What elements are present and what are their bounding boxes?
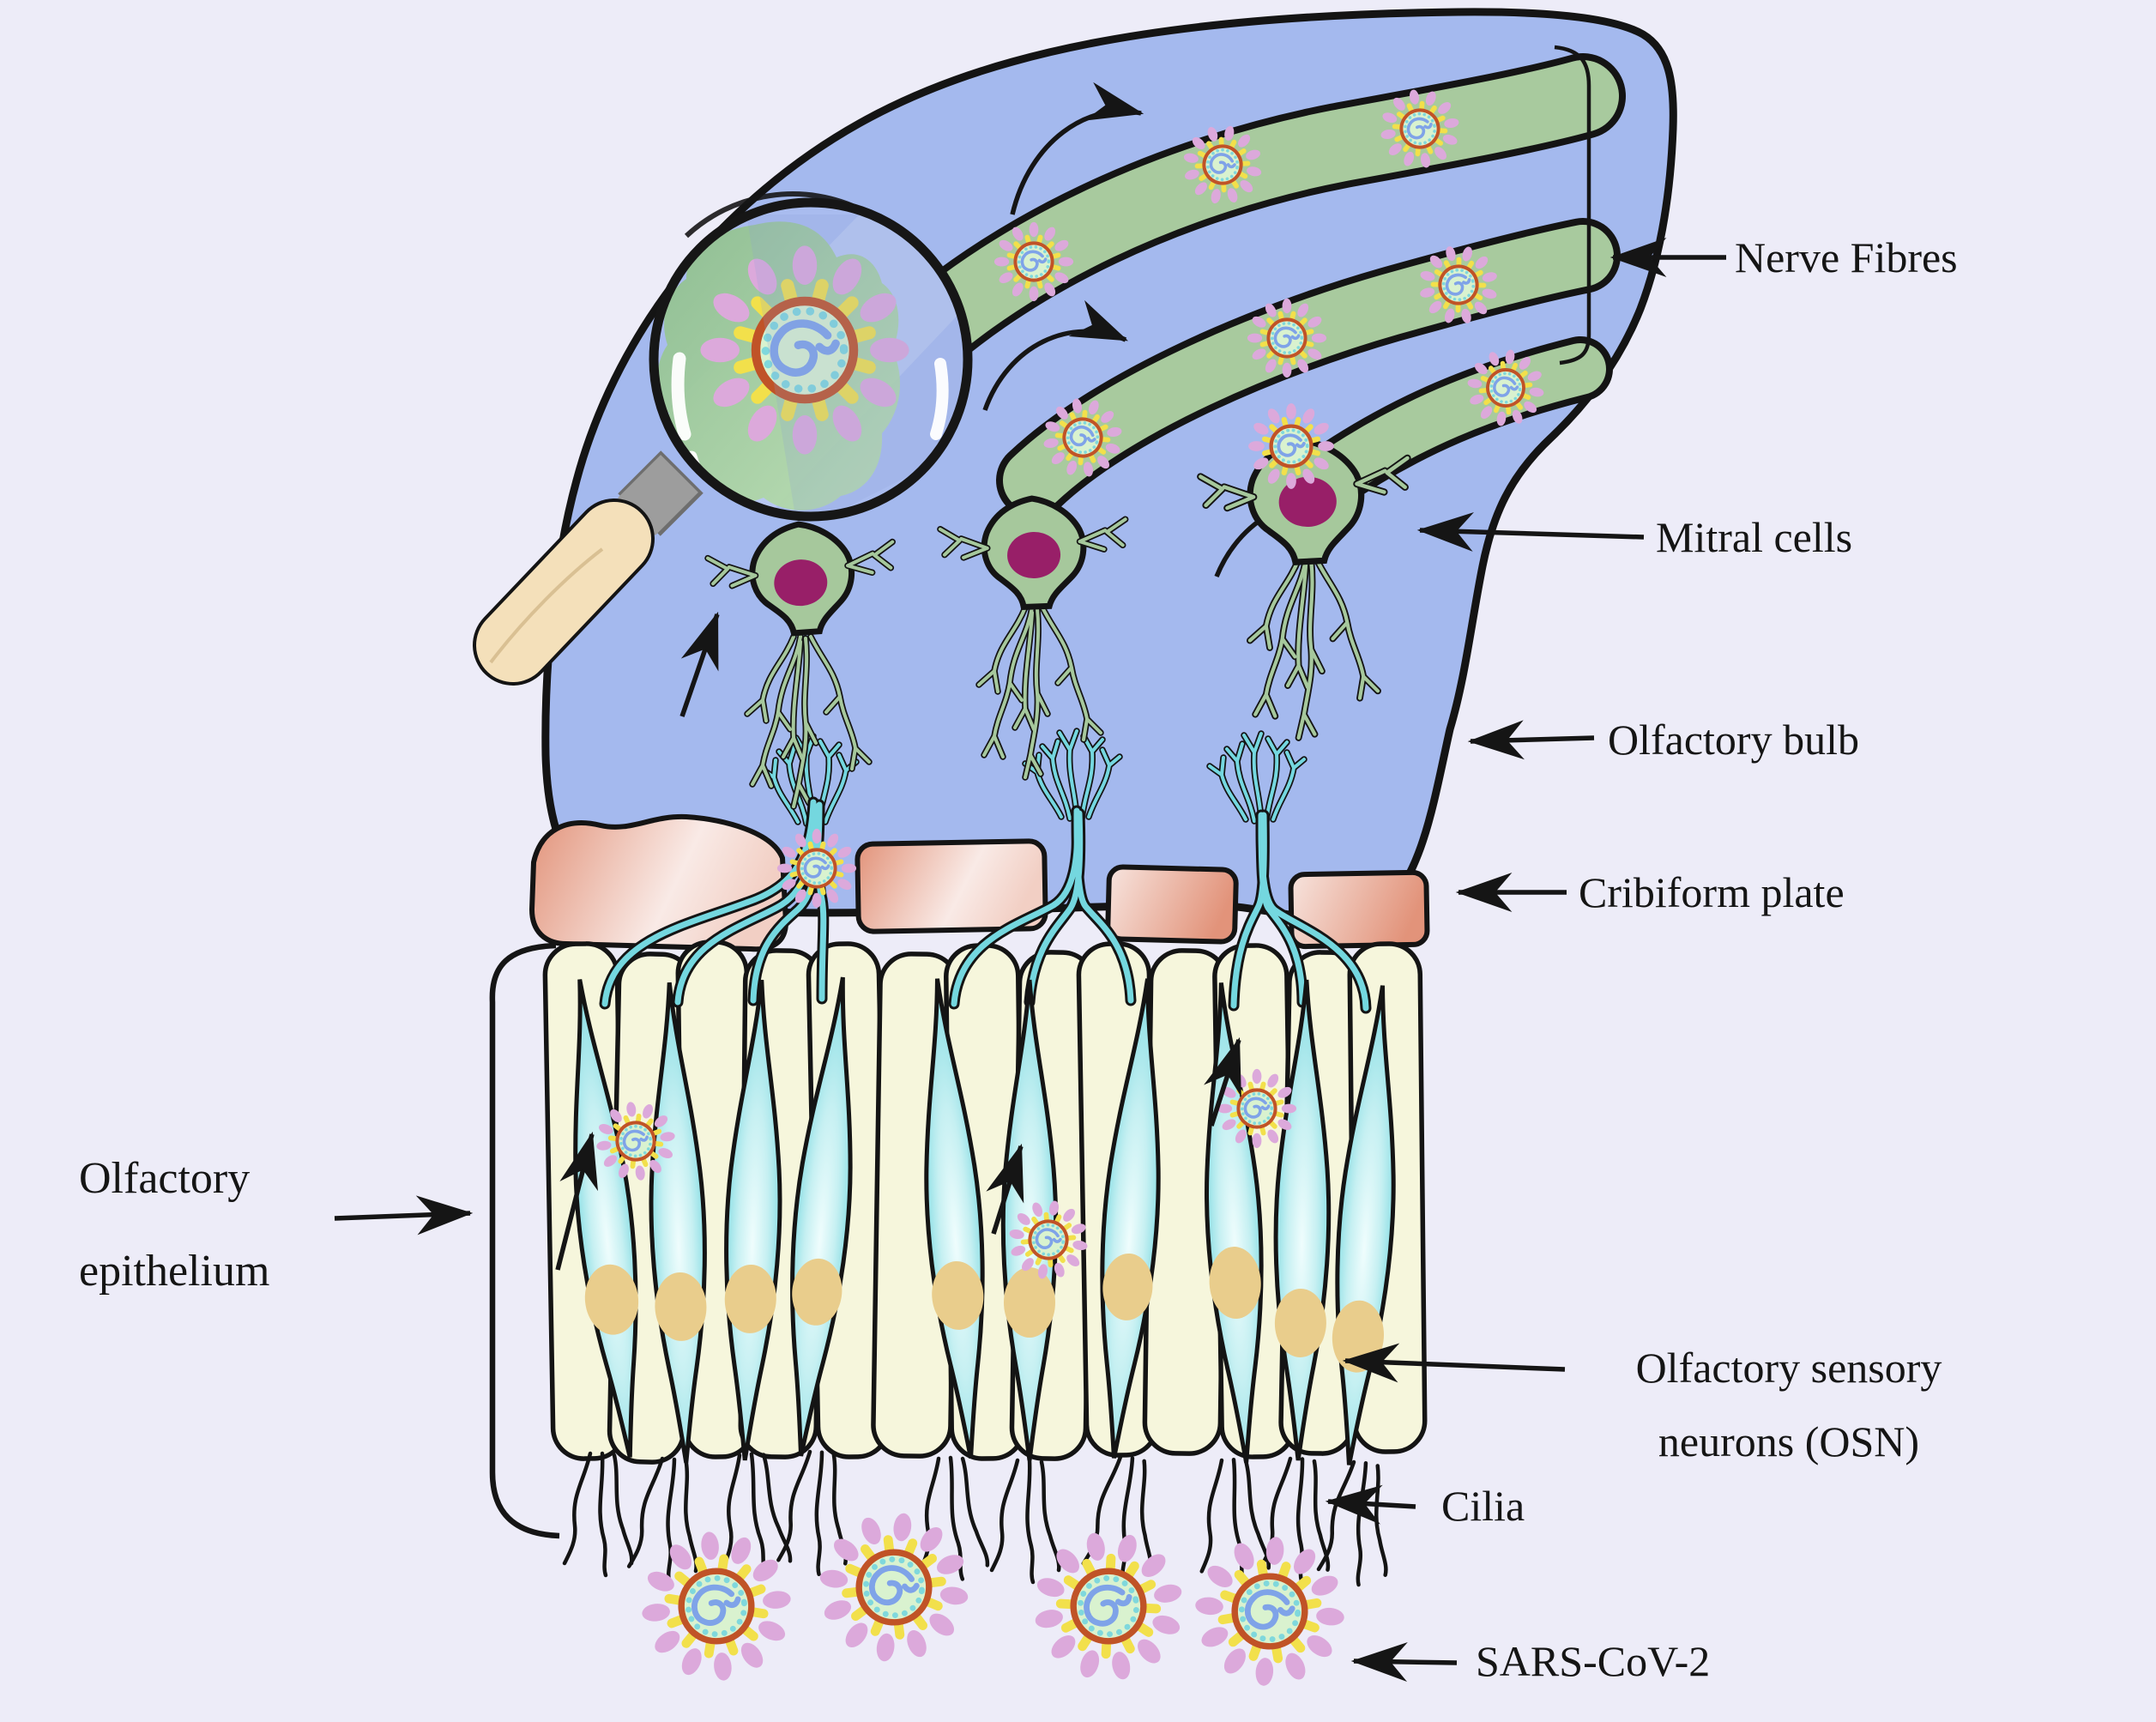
hop-arrow-2 [982, 299, 1129, 411]
nerve-fibres [836, 53, 1626, 518]
sars-cov-2-arrow [1350, 1642, 1458, 1683]
epithelium-bracket [489, 942, 560, 1539]
sars-cov-2-label: SARS-CoV-2 [1476, 1637, 1710, 1685]
magnifier-lens-outer-arc [684, 191, 864, 239]
cilia-label: Cilia [1441, 1482, 1525, 1530]
magnifier-handle-seam [489, 547, 604, 664]
osn-label-line1: Olfactory sensory [1636, 1344, 1942, 1392]
mitral-nucleus [1278, 476, 1337, 528]
ascending-arrow-1 [555, 1131, 598, 1271]
sars-cov-2-virus-icon [634, 1524, 798, 1688]
olfactory-epithelium-label-line2: epithelium [79, 1247, 269, 1296]
cribiform-block-2 [855, 838, 1048, 934]
nerve-fibre-3 [1295, 336, 1613, 511]
olfactory-epithelium-arrow [334, 1195, 474, 1236]
mitral-cells-arrow [1416, 511, 1645, 552]
olfactory-bulb-label: Olfactory bulb [1608, 716, 1859, 764]
mitral-cell-2 [939, 495, 1128, 609]
mitral-cells-label: Mitral cells [1656, 513, 1852, 561]
mitral-nucleus [774, 559, 828, 607]
osn-arrow [1342, 1343, 1566, 1383]
ascending-arrow-2 [986, 1143, 1024, 1235]
nerve-fibre-1 [836, 53, 1626, 420]
magnifier [473, 191, 973, 686]
osn-label-line2: neurons (OSN) [1658, 1417, 1919, 1465]
cilia-arrow [1325, 1484, 1416, 1525]
callout-labels: Nerve Fibres Mitral cells Olfactory bulb… [79, 233, 1958, 1685]
free-virus-row [634, 1503, 1350, 1695]
magnifier-lens-rim [649, 197, 973, 522]
sars-cov-2-virus-icon [1020, 1518, 1197, 1695]
hop-arrow-1 [1010, 82, 1144, 215]
ascending-arrow-bulb [679, 611, 720, 717]
cribiform-plate-label: Cribiform plate [1579, 868, 1845, 916]
cribiform-block-3 [1105, 864, 1239, 945]
magnifier-lens-content [656, 205, 965, 514]
ascending-arrow-3 [1204, 1036, 1241, 1127]
olfactory-bulb-arrow [1467, 720, 1595, 760]
mitral-cell-3 [1199, 403, 1412, 567]
cribiform-block-4 [1288, 869, 1430, 950]
mitral-cells [706, 403, 1413, 824]
mitral-nucleus [1007, 531, 1061, 579]
magnifier-handle [476, 502, 651, 682]
nerve-fibres-label: Nerve Fibres [1735, 233, 1958, 281]
mitral-cell-1 [706, 518, 898, 639]
cribiform-block-1 [528, 813, 789, 952]
nerve-fibres-bracket [1554, 45, 1591, 366]
nerve-fibre-2 [996, 218, 1621, 518]
magnifier-ferrule [618, 455, 698, 535]
olfactory-epithelium-label-line1: Olfactory [79, 1154, 250, 1203]
